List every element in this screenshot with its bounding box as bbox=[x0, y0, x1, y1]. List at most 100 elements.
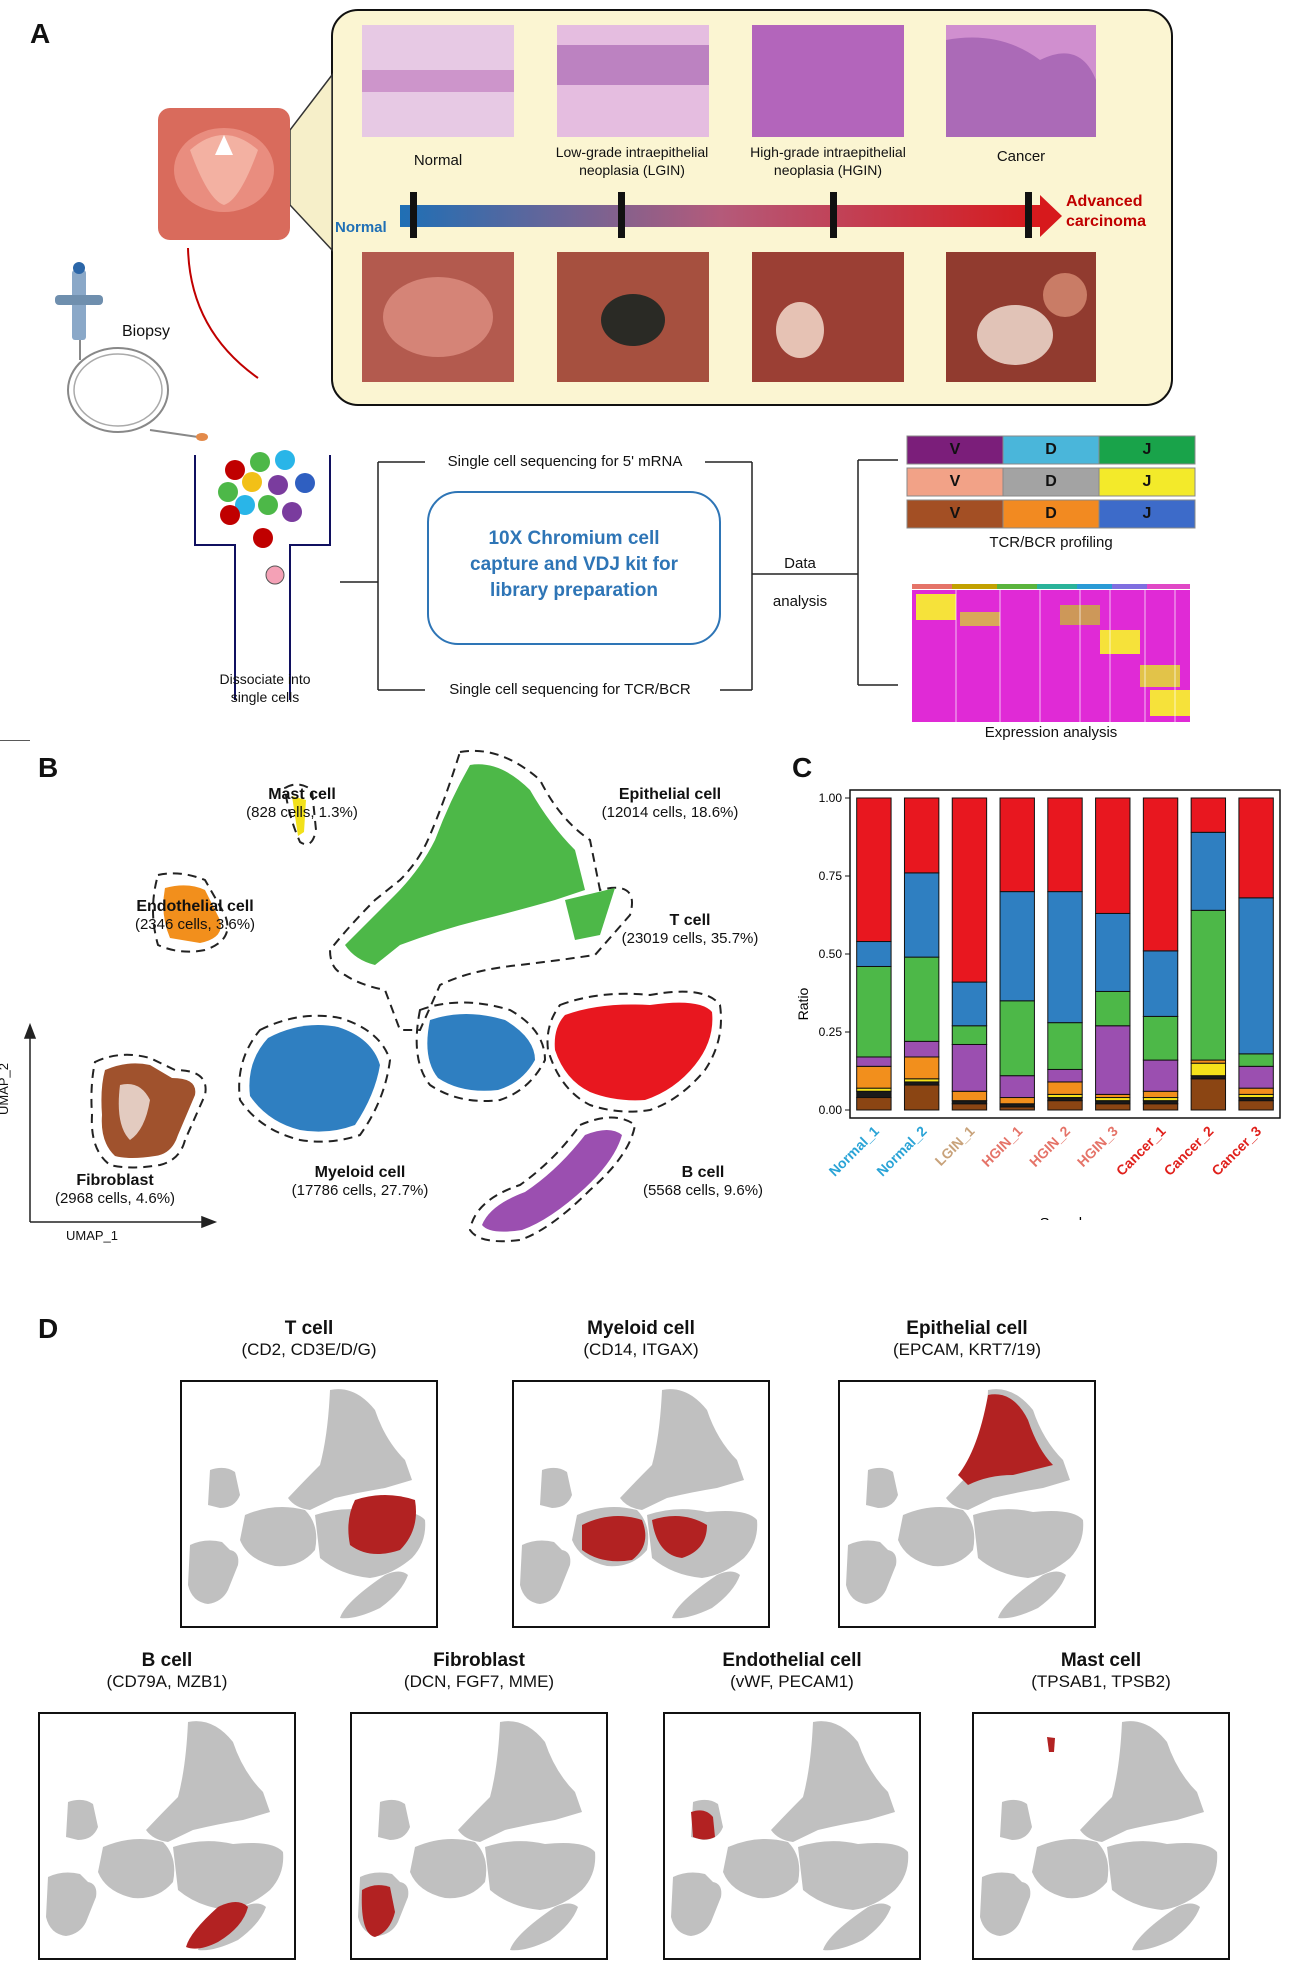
bar-segment-Normal_2-7 bbox=[903, 797, 940, 874]
bar-segment-LGIN_1-4 bbox=[951, 1043, 988, 1092]
flow-lines bbox=[340, 459, 898, 691]
vdj-d-1: D bbox=[1045, 441, 1057, 458]
arrow-ticks bbox=[410, 192, 1032, 238]
bar-segment-Cancer_3-7 bbox=[1238, 797, 1274, 899]
feature-title-0: T cell(CD2, CD3E/D/G) bbox=[180, 1318, 438, 1360]
larynx-illustration bbox=[158, 108, 290, 240]
histology-images bbox=[362, 25, 1096, 137]
vdj-v-3: V bbox=[949, 505, 961, 522]
vdj-j-1: J bbox=[1142, 441, 1152, 458]
bar-segment-Cancer_1-5 bbox=[1142, 1015, 1179, 1061]
feature-genes: (CD14, ITGAX) bbox=[583, 1340, 699, 1359]
bar-segment-HGIN_3-4 bbox=[1095, 1025, 1131, 1095]
cluster-label-b: B cell (5568 cells, 9.6%) bbox=[642, 1164, 764, 1199]
feature-plot-0 bbox=[180, 1380, 438, 1628]
y-tick-1.00: 1.00 bbox=[819, 791, 843, 805]
cluster-label-fibroblast: Fibroblast (2968 cells, 4.6%) bbox=[54, 1172, 176, 1207]
feature-base-cells bbox=[980, 1721, 1218, 1951]
cluster-label-t: T cell (23019 cells, 35.7%) bbox=[621, 912, 759, 947]
feature-cell-type: Endothelial cell bbox=[722, 1650, 862, 1671]
feature-plot-3 bbox=[38, 1712, 296, 1960]
panel-a-schematic bbox=[55, 9, 1196, 722]
bar-segment-Cancer_1-3 bbox=[1142, 1090, 1179, 1099]
bar-segment-HGIN_2-3 bbox=[1047, 1081, 1083, 1095]
bar-segment-Normal_1-1 bbox=[856, 1090, 892, 1099]
feature-plot-6 bbox=[972, 1712, 1230, 1960]
arrow-end-label: Advanced carcinoma bbox=[1066, 193, 1147, 230]
y-tick-0.00: 0.00 bbox=[819, 1103, 843, 1117]
bar-segment-HGIN_2-6 bbox=[1047, 891, 1083, 1024]
feature-highlight-cells bbox=[691, 1810, 715, 1840]
y-tick-0.50: 0.50 bbox=[819, 947, 843, 961]
stage-label-hgin: High-grade intraepithelial neoplasia (HG… bbox=[750, 144, 906, 178]
feature-cell-type: Mast cell bbox=[1060, 1650, 1142, 1671]
bar-segment-HGIN_2-0 bbox=[1047, 1100, 1083, 1111]
bar-segment-LGIN_1-6 bbox=[951, 981, 988, 1027]
feature-title-1: Myeloid cell(CD14, ITGAX) bbox=[512, 1318, 770, 1360]
feature-title-6: Mast cell(TPSAB1, TPSB2) bbox=[972, 1650, 1230, 1692]
expression-heatmap bbox=[912, 584, 1190, 722]
feature-plot-5 bbox=[663, 1712, 921, 1960]
bar-segment-HGIN_3-7 bbox=[1095, 797, 1131, 914]
feature-cell-type: Fibroblast bbox=[433, 1650, 525, 1671]
feature-genes: (CD2, CD3E/D/G) bbox=[241, 1340, 377, 1359]
bar-segment-Normal_1-5 bbox=[856, 965, 892, 1058]
feature-genes: (vWF, PECAM1) bbox=[730, 1672, 854, 1691]
x-tick-Cancer_1: Cancer_1 bbox=[1113, 1123, 1169, 1179]
data-analysis-label: Data analysis bbox=[772, 555, 828, 610]
bar-segment-Cancer_2-7 bbox=[1190, 797, 1227, 833]
bar-segment-HGIN_3-0 bbox=[1095, 1103, 1131, 1111]
bar-segment-Cancer_3-5 bbox=[1238, 1053, 1274, 1067]
umap-xlabel: UMAP_1 bbox=[66, 1228, 119, 1243]
endoscopy-images bbox=[362, 252, 1096, 382]
bar-segment-HGIN_1-7 bbox=[999, 797, 1035, 893]
bar-segment-Cancer_3-4 bbox=[1238, 1065, 1274, 1089]
heatmap-caption: Expression analysis bbox=[984, 724, 1118, 741]
bar-segment-Cancer_1-4 bbox=[1142, 1059, 1179, 1092]
bar-segment-Cancer_3-6 bbox=[1238, 897, 1274, 1055]
feature-genes: (CD79A, MZB1) bbox=[106, 1672, 228, 1691]
bar-segment-HGIN_1-4 bbox=[999, 1075, 1035, 1099]
umap-scatter bbox=[101, 764, 713, 1232]
bar-segment-Normal_2-3 bbox=[903, 1056, 940, 1080]
progression-arrow bbox=[400, 205, 1040, 227]
chart-xlabel: Sample bbox=[1040, 1215, 1091, 1220]
y-tick-0.25: 0.25 bbox=[819, 1025, 843, 1039]
cluster-label-mast: Mast cell (828 cells, 1.3%) bbox=[246, 786, 358, 821]
bar-segment-HGIN_1-5 bbox=[999, 1000, 1035, 1077]
x-tick-Cancer_2: Cancer_2 bbox=[1161, 1123, 1217, 1179]
zoom-funnel bbox=[289, 72, 333, 252]
stage-label-normal: Normal bbox=[413, 152, 463, 169]
panel-label-b: B bbox=[38, 752, 59, 783]
x-tick-HGIN_3: HGIN_3 bbox=[1074, 1123, 1121, 1170]
feature-highlight-cells bbox=[348, 1495, 416, 1554]
bar-segment-Cancer_2-5 bbox=[1190, 909, 1227, 1061]
bar-segment-Normal_2-0 bbox=[903, 1084, 940, 1111]
bar-segment-HGIN_2-4 bbox=[1047, 1068, 1083, 1083]
bar-segment-HGIN_1-3 bbox=[999, 1097, 1035, 1105]
chart-ylabel: Ratio bbox=[795, 987, 811, 1020]
feature-base-cells bbox=[46, 1721, 284, 1951]
bar-segment-Normal_1-3 bbox=[856, 1065, 892, 1089]
vdj-j-3: J bbox=[1142, 505, 1152, 522]
y-tick-0.75: 0.75 bbox=[819, 869, 843, 883]
stage-label-cancer: Cancer bbox=[996, 148, 1046, 165]
bar-segment-Cancer_1-0 bbox=[1142, 1103, 1179, 1111]
seq-tcr-label: Single cell sequencing for TCR/BCR bbox=[449, 681, 691, 698]
feature-base-cells bbox=[671, 1721, 909, 1951]
feature-cell-type: Epithelial cell bbox=[906, 1318, 1028, 1339]
feature-plot-2 bbox=[838, 1380, 1096, 1628]
feature-genes: (DCN, FGF7, MME) bbox=[403, 1672, 555, 1691]
umap-ylabel: UMAP_2 bbox=[0, 1062, 11, 1115]
x-tick-LGIN_1: LGIN_1 bbox=[932, 1123, 978, 1169]
feature-highlight-cells bbox=[1047, 1737, 1055, 1752]
feature-plot-1 bbox=[512, 1380, 770, 1628]
bar-segment-Normal_2-5 bbox=[903, 956, 940, 1042]
feature-genes: (TPSAB1, TPSB2) bbox=[1031, 1672, 1171, 1691]
biopsy-label: Biopsy bbox=[122, 323, 171, 340]
bar-segment-LGIN_1-7 bbox=[951, 797, 988, 983]
feature-genes: (EPCAM, KRT7/19) bbox=[892, 1340, 1041, 1359]
feature-highlight-cells bbox=[582, 1516, 707, 1562]
feature-base-cells bbox=[358, 1721, 596, 1951]
panel-label-c: C bbox=[792, 752, 813, 783]
